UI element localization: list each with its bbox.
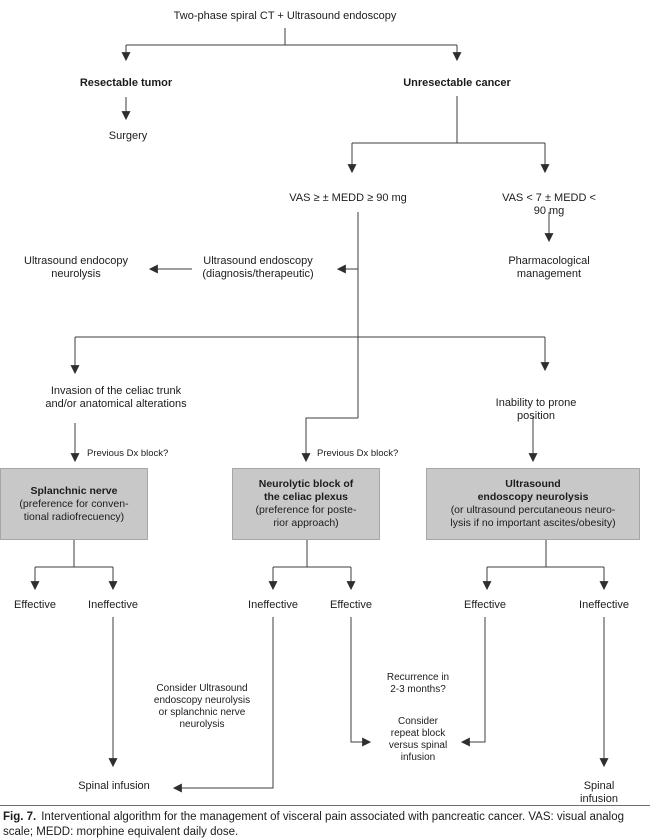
node-spinal-infusion-left: Spinal infusion (78, 780, 150, 792)
box-us-endoscopy-neurolysis: Ultrasound endoscopy neurolysis (or ultr… (426, 468, 640, 540)
note-consider-us-neurolysis: Consider Ultrasound endoscopy neurolysis… (153, 683, 251, 730)
label-previous-dx-block-mid: Previous Dx block? (317, 448, 399, 459)
box-neurolytic-detail: (preference for poste- rior approach) (255, 504, 357, 529)
node-spinal-infusion-right: Spinal infusion (580, 780, 618, 805)
node-resectable-tumor: Resectable tumor (79, 77, 173, 89)
node-surgery: Surgery (108, 130, 148, 142)
node-inability-prone: Inability to prone position (495, 397, 577, 422)
outcome-splanchnic-ineffective: Ineffective (88, 599, 138, 611)
caption-text: Interventional algorithm for the managem… (3, 811, 625, 838)
box-splanchnic-title: Splanchnic nerve (30, 484, 118, 497)
outcome-us-neurolysis-effective: Effective (464, 599, 506, 611)
node-title: Two-phase spiral CT + Ultrasound endosco… (173, 10, 397, 22)
caption-label: Fig. 7. (3, 811, 37, 823)
outcome-neurolytic-ineffective: Ineffective (248, 599, 298, 611)
note-consider-repeat-block: Consider repeat block versus spinal infu… (388, 716, 448, 763)
node-us-endocopy-neurolysis: Ultrasound endocopy neurolysis (24, 255, 128, 280)
node-vas-high: VAS ≥ ± MEDD ≥ 90 mg (289, 192, 407, 204)
caption-divider (0, 805, 650, 806)
outcome-neurolytic-effective: Effective (330, 599, 372, 611)
box-us-neurolysis-detail: (or ultrasound percutaneous neuro- lysis… (450, 504, 616, 529)
box-splanchnic-detail: (preference for conven- tional radiofrec… (19, 497, 129, 523)
node-us-endoscopy-diagnostic: Ultrasound endoscopy (diagnosis/therapeu… (202, 255, 314, 280)
node-vas-low: VAS < 7 ± MEDD < 90 mg (502, 192, 596, 217)
box-us-neurolysis-title: Ultrasound endoscopy neurolysis (477, 478, 589, 503)
figure-caption: Fig. 7.Interventional algorithm for the … (3, 810, 647, 839)
node-celiac-invasion: Invasion of the celiac trunk and/or anat… (45, 385, 187, 410)
box-splanchnic-nerve: Splanchnic nerve (preference for conven-… (0, 468, 148, 540)
box-neurolytic-title: Neurolytic block of the celiac plexus (258, 478, 354, 503)
box-neurolytic-block: Neurolytic block of the celiac plexus (p… (232, 468, 380, 540)
note-recurrence: Recurrence in 2-3 months? (386, 672, 450, 695)
label-previous-dx-block-left: Previous Dx block? (87, 448, 169, 459)
outcome-splanchnic-effective: Effective (14, 599, 56, 611)
outcome-us-neurolysis-ineffective: Ineffective (579, 599, 629, 611)
node-pharmacological-management: Pharmacological management (508, 255, 590, 280)
node-unresectable-cancer: Unresectable cancer (403, 77, 511, 89)
